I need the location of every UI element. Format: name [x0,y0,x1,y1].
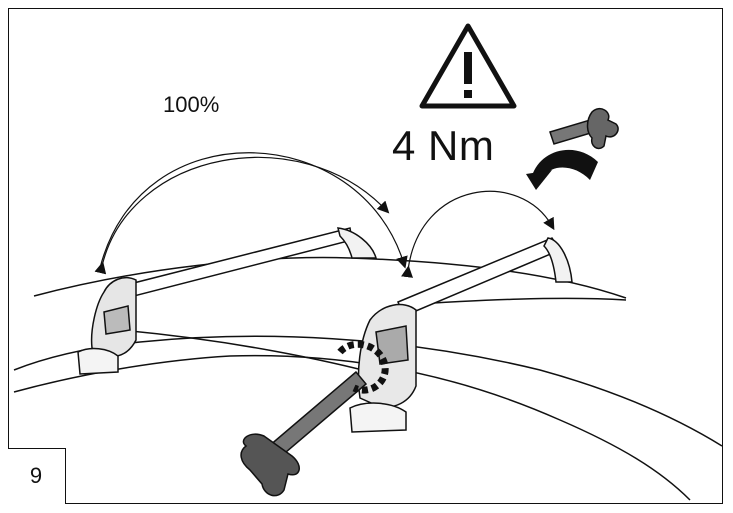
torque-value-label: 4 Nm [392,122,495,169]
rotate-arrow-icon [526,149,598,190]
figure-frame [8,8,723,504]
rear-foot [77,276,137,375]
step-number-box: 9 [8,448,66,504]
torque-key [240,340,389,497]
extension-percent-label: 100% [163,92,220,117]
torque-key-icon [549,108,619,150]
swing-arrows [94,152,555,278]
step-number: 9 [29,463,43,488]
warning-triangle-icon [419,23,517,109]
